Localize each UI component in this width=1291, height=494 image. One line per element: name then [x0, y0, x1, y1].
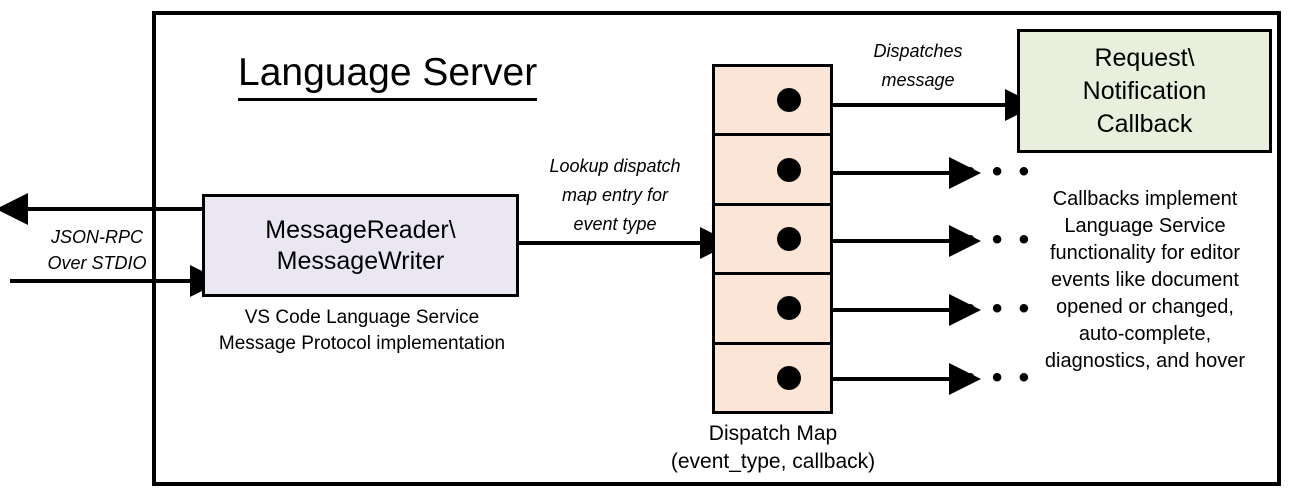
- jsonrpc-label-line2: Over STDIO: [47, 253, 147, 273]
- dispatch-map-table[interactable]: [712, 64, 833, 414]
- jsonrpc-label-line1: JSON-RPC: [50, 227, 143, 247]
- dispatch-map-row[interactable]: [715, 136, 830, 206]
- language-server-boundary: [152, 11, 1281, 486]
- dispatch-map-row[interactable]: [715, 206, 830, 276]
- message-reader-writer-caption: VS Code Language Service Message Protoco…: [202, 305, 522, 357]
- dispatch-entry-dot-icon: [777, 365, 801, 390]
- callback-title-line2: Notification: [1082, 76, 1207, 105]
- dispatches-message-label-line1: Dispatches: [873, 41, 963, 61]
- lookup-dispatch-label-line3: event type: [573, 214, 657, 234]
- callback-caption: Callbacks implement Language Service fun…: [1009, 186, 1281, 375]
- message-reader-writer-title-line1: MessageReader\: [265, 215, 456, 244]
- dispatch-ellipsis-row-2: • • •: [965, 155, 1034, 188]
- callback-caption-line4: events like document: [1051, 269, 1239, 291]
- callback-title-line3: Callback: [1096, 109, 1193, 138]
- message-reader-writer-caption-line1: VS Code Language Service: [244, 307, 480, 328]
- message-reader-writer-title-line2: MessageWriter: [276, 246, 445, 275]
- lookup-dispatch-label-line1: Lookup dispatch: [549, 156, 681, 176]
- callback-caption-line6: auto-complete,: [1078, 323, 1212, 345]
- dispatches-message-label: Dispatches message: [838, 37, 998, 95]
- message-reader-writer-box[interactable]: MessageReader\ MessageWriter: [202, 194, 519, 297]
- callback-caption-line7: diagnostics, and hover: [1044, 350, 1246, 372]
- dispatch-entry-dot-icon: [777, 296, 801, 321]
- jsonrpc-transport-label: JSON-RPC Over STDIO: [32, 224, 162, 276]
- dispatch-map-row[interactable]: [715, 67, 830, 137]
- lookup-dispatch-label: Lookup dispatch map entry for event type: [520, 152, 710, 239]
- dispatch-entry-dot-icon: [777, 157, 801, 182]
- callback-caption-line5: opened or changed,: [1056, 296, 1234, 318]
- dispatch-map-row[interactable]: [715, 275, 830, 345]
- request-notification-callback-box[interactable]: Request\ Notification Callback: [1017, 29, 1272, 153]
- diagram-title: Language Server: [238, 50, 538, 101]
- dispatch-entry-dot-icon: [777, 88, 801, 113]
- dispatch-map-caption-line1: Dispatch Map: [708, 422, 838, 445]
- dispatch-map-caption-line2: (event_type, callback): [670, 450, 876, 473]
- dispatch-map-caption: Dispatch Map (event_type, callback): [643, 420, 903, 476]
- dispatches-message-label-line2: message: [881, 70, 955, 90]
- callback-title-line1: Request\: [1094, 43, 1195, 72]
- dispatch-map-row[interactable]: [715, 345, 830, 411]
- callback-caption-line3: functionality for editor: [1049, 242, 1241, 264]
- lookup-dispatch-label-line2: map entry for: [561, 185, 669, 205]
- message-reader-writer-caption-line2: Message Protocol implementation: [218, 333, 506, 354]
- callback-caption-line2: Language Service: [1064, 215, 1226, 237]
- callback-caption-line1: Callbacks implement: [1052, 188, 1238, 210]
- dispatch-entry-dot-icon: [777, 227, 801, 252]
